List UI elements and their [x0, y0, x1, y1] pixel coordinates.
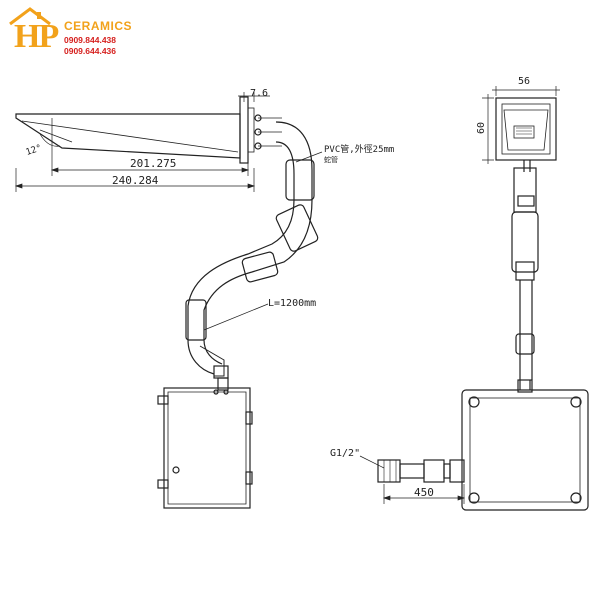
hose-right [511, 160, 539, 393]
house-roof-icon [9, 7, 51, 26]
logo-brand-name: CERAMICS [64, 19, 133, 33]
leader-inlet-thread [359, 455, 385, 469]
dimension-flange-depth [238, 92, 270, 102]
label-inlet-length: 450 [414, 486, 434, 499]
label-hose-spec: PVC管,外徑25mm [324, 143, 394, 155]
logo-phone-1: 0909.844.438 [64, 35, 116, 45]
control-box-left [157, 387, 253, 509]
dimension-outlet-reach [50, 160, 250, 176]
brand-logo: HP CERAMICS 0909.844.438 0909.644.436 [6, 6, 136, 60]
label-front-height: 60 [476, 122, 487, 134]
label-hose-note: 蛇管 [324, 155, 338, 164]
label-outlet-angle: 12° [25, 143, 44, 158]
label-hose-length: L=1200mm [268, 298, 316, 309]
control-box-right [461, 380, 589, 511]
logo-phone-2: 0909.644.436 [64, 46, 116, 56]
hose-left [185, 121, 319, 391]
inlet-fitting [377, 459, 465, 483]
spout-side-view [15, 96, 282, 164]
label-flange-depth: 7.6 [250, 88, 268, 99]
dimension-overall-length [14, 168, 256, 192]
leader-hose-spec [295, 151, 323, 163]
dimension-front-width [492, 86, 560, 96]
dimension-front-height [482, 94, 494, 164]
label-overall-length: 240.284 [112, 174, 159, 187]
logo-mark: HP [14, 18, 59, 55]
dimension-angle [39, 118, 61, 160]
label-outlet-reach: 201.275 [130, 157, 176, 170]
label-inlet-thread: G1/2" [330, 448, 360, 459]
spout-front-view [495, 97, 557, 161]
label-front-width: 56 [518, 76, 530, 87]
dimension-inlet-length [382, 484, 466, 504]
leader-hose-length [203, 303, 269, 331]
